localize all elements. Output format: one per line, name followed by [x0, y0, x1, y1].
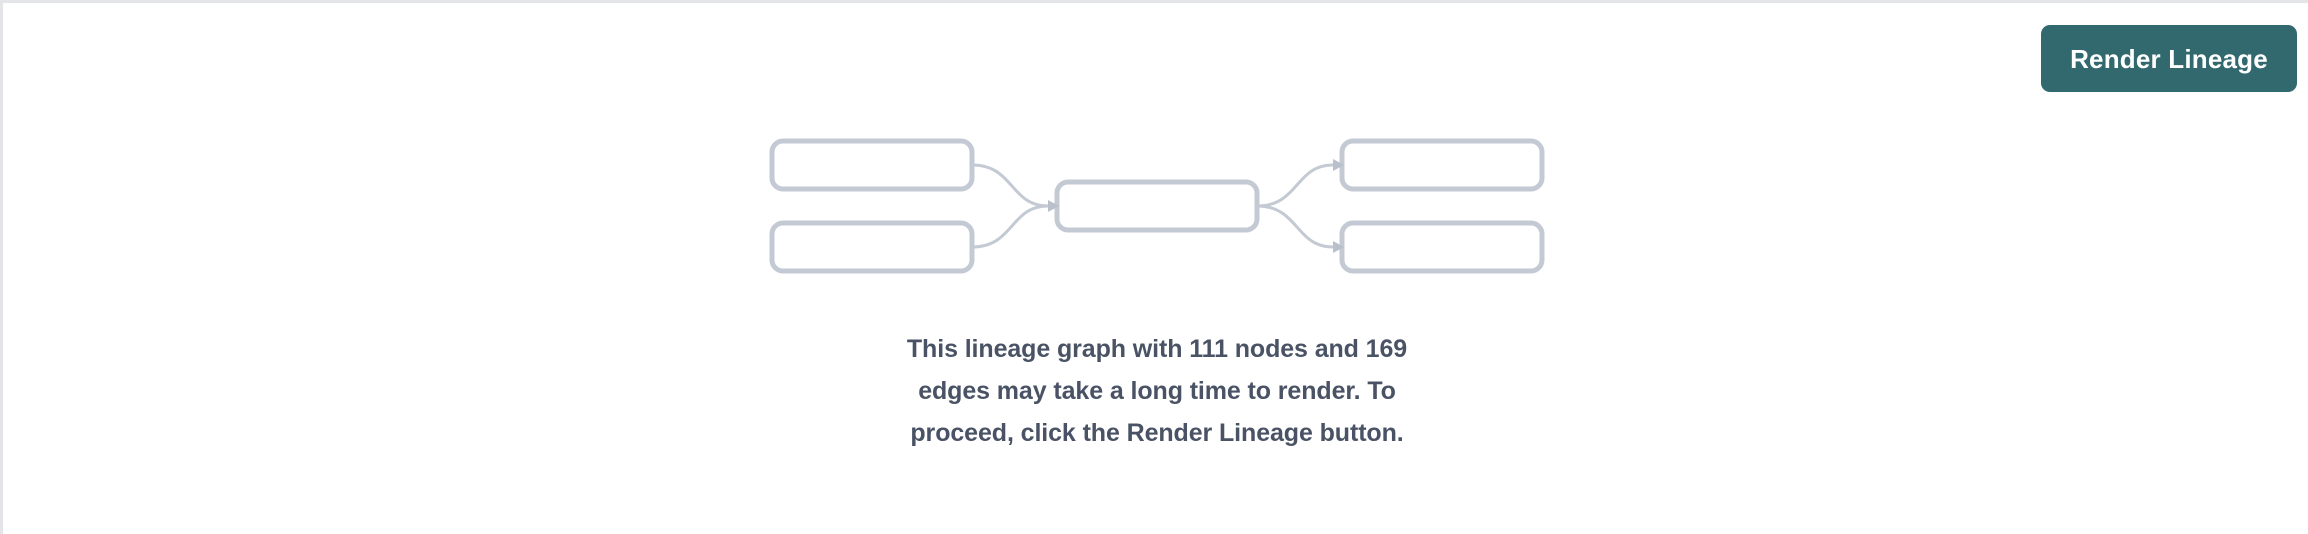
placeholder-node-downstream-1 [1339, 138, 1545, 192]
placeholder-edge-up1-focus [971, 163, 1049, 208]
lineage-placeholder-graphic [769, 138, 1545, 274]
lineage-empty-state: This lineage graph with 111 nodes and 16… [3, 3, 2308, 534]
placeholder-arrowhead-into-focus [1048, 200, 1059, 212]
placeholder-node-focus [1054, 179, 1260, 233]
placeholder-arrowhead-into-downstream-1 [1333, 159, 1344, 171]
placeholder-arrowhead-into-downstream-2 [1333, 241, 1344, 253]
placeholder-edge-up2-focus [971, 204, 1049, 249]
placeholder-node-upstream-2 [769, 220, 975, 274]
placeholder-edge-focus-down1 [1256, 163, 1334, 208]
placeholder-node-downstream-2 [1339, 220, 1545, 274]
lineage-empty-state-message: This lineage graph with 111 nodes and 16… [906, 335, 1408, 447]
render-lineage-button[interactable]: Render Lineage [2041, 25, 2297, 92]
placeholder-node-upstream-1 [769, 138, 975, 192]
placeholder-edge-focus-down2 [1256, 204, 1334, 249]
